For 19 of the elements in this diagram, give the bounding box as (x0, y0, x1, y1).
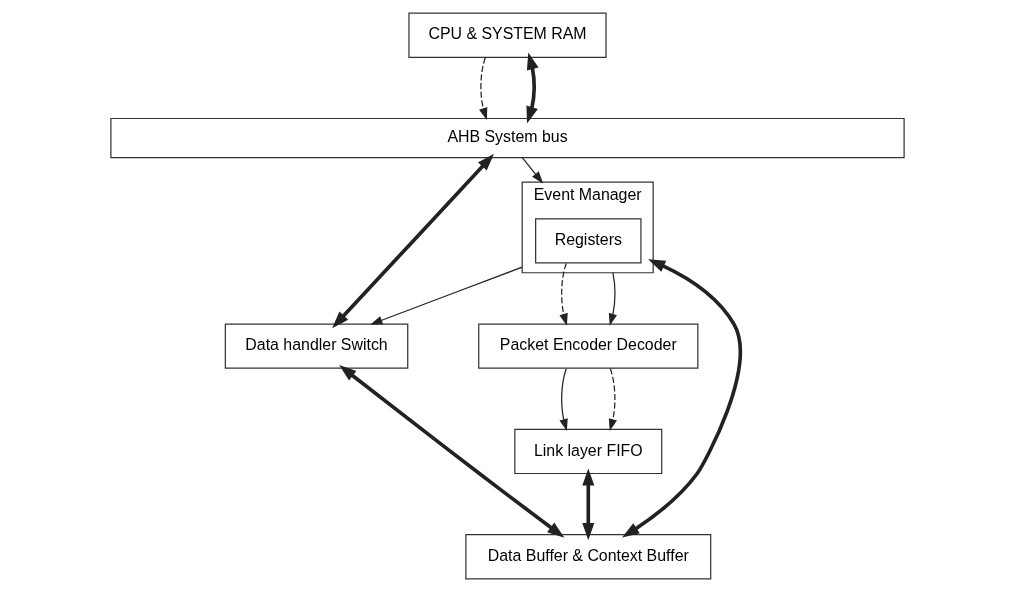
node-box: AHB System bus (110, 117, 905, 159)
arrow (370, 266, 523, 325)
node-box: Packet Encoder Decoder (478, 323, 699, 369)
arrow (332, 153, 494, 329)
arrow (526, 52, 539, 124)
node-box: Link layer FIFO (514, 428, 663, 475)
arrow (622, 259, 742, 538)
node-box: Data handler Switch (224, 323, 409, 369)
node-box: Data Buffer & Context Buffer (465, 534, 712, 580)
arrow (339, 365, 565, 538)
arrow (608, 368, 618, 432)
arrow (608, 272, 618, 326)
node-box: CPU & SYSTEM RAM (408, 12, 607, 58)
arrow (479, 57, 488, 121)
arrow (559, 368, 568, 432)
arrow (582, 468, 595, 541)
node-box: Registers (535, 218, 642, 264)
arrow (521, 157, 544, 184)
arrow (559, 262, 568, 326)
